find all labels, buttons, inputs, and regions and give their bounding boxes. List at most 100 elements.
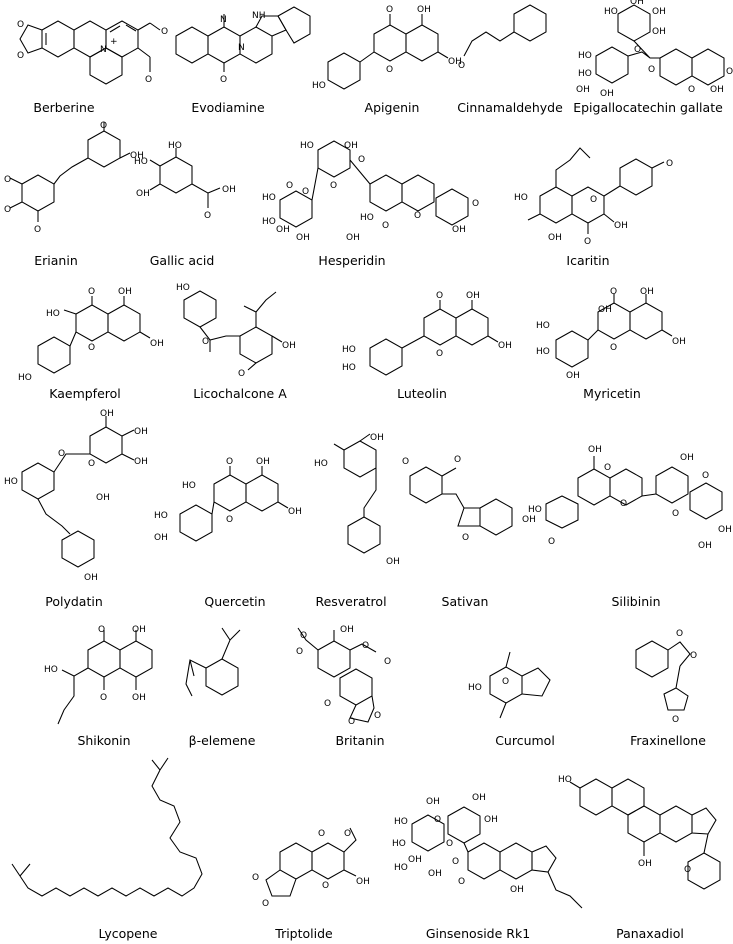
atom-label: O (676, 629, 683, 639)
label-licochalcone-a: Licochalcone A (193, 386, 287, 401)
atom-label: OH (448, 57, 462, 67)
atom-label: OH (100, 409, 114, 419)
atom-label: HO (468, 683, 482, 693)
atom-label: OH (256, 457, 270, 467)
atom-label: O (446, 839, 453, 849)
atom-label: OH (276, 225, 290, 235)
atom-label: OH (386, 557, 400, 567)
atom-label: HO (536, 347, 550, 357)
label-ginsenoside-rk1: Ginsenoside Rk1 (425, 926, 531, 941)
label-egcg: Epigallocatechin gallate (573, 100, 723, 115)
structure-curcumol: HO O (468, 651, 551, 719)
label-beta-elemene: β-elemene (188, 733, 256, 748)
atom-label: O (402, 457, 409, 467)
structure-evodiamine: N NH N O (175, 6, 311, 85)
atom-label: OH (614, 221, 628, 231)
atom-label: O (386, 65, 393, 75)
atom-label: O (204, 211, 211, 221)
atom-label: O (604, 463, 611, 473)
atom-label: O (58, 449, 65, 459)
label-britanin: Britanin (335, 733, 385, 748)
atom-label: O (88, 459, 95, 469)
atom-label: HO (558, 775, 572, 785)
atom-label: OH (150, 339, 164, 349)
atom-label: OH (588, 445, 602, 455)
atom-label: HO (44, 665, 58, 675)
atom-label: HO (514, 193, 528, 203)
atom-label: O (436, 349, 443, 359)
structure-quercetin: O OH HO O OH HO OH (154, 457, 302, 543)
atom-label: NH (252, 11, 266, 21)
atom-label: OH (522, 515, 536, 525)
atom-label: OH (452, 225, 466, 235)
atom-label: O (620, 499, 627, 509)
structure-ginsenoside-rk1: OH OH HO O OH HO O O OH OH O HO OH (392, 793, 583, 909)
structure-silibinin: OH O O OH O HO O O OH OH (528, 445, 732, 551)
atom-label: OH (710, 85, 724, 95)
structure-shikonin: O OH HO OH O (44, 625, 153, 725)
atom-label: O (322, 881, 329, 891)
label-evodiamine: Evodiamine (191, 100, 265, 115)
atom-label: O (100, 121, 107, 131)
structure-lycopene (11, 757, 203, 897)
structure-kaempferol: O OH HO O OH HO (18, 287, 164, 383)
atom-label: O (145, 75, 152, 85)
atom-label: OH (118, 287, 132, 297)
atom-label: O (454, 455, 461, 465)
structure-panaxadiol: HO OH O (558, 775, 721, 890)
atom-label: O (324, 699, 331, 709)
atom-label: OH (84, 573, 98, 583)
label-resveratrol: Resveratrol (315, 594, 387, 609)
atom-label: HO (46, 309, 60, 319)
atom-label: O (17, 20, 24, 30)
label-polydatin: Polydatin (45, 594, 103, 609)
atom-label: O (374, 711, 381, 721)
structure-myricetin: O OH HO OH HO O OH OH (536, 287, 686, 381)
atom-label: + (110, 37, 118, 47)
atom-label: O (302, 187, 309, 197)
atom-label: O (452, 857, 459, 867)
structure-hesperidin: HO OH O O O HO O OH OH HO HO O OH O O OH (262, 140, 479, 243)
atom-label: OH (96, 493, 110, 503)
atom-label: OH (428, 869, 442, 879)
atom-label: O (296, 647, 303, 657)
structure-beta-elemene (185, 627, 241, 697)
label-berberine: Berberine (33, 100, 95, 115)
atom-label: O (672, 509, 679, 519)
atom-label: O (202, 337, 209, 347)
atom-label: N (220, 15, 227, 25)
structure-licochalcone-a: HO O OH O (176, 283, 296, 379)
label-quercetin: Quercetin (204, 594, 266, 609)
atom-label: HO (392, 839, 406, 849)
atom-label: OH (344, 141, 358, 151)
atom-label: HO (182, 481, 196, 491)
atom-label: HO (262, 193, 276, 203)
label-shikonin: Shikonin (77, 733, 131, 748)
atom-label: N (100, 45, 107, 55)
atom-label: HO (154, 511, 168, 521)
atom-label: O (434, 815, 441, 825)
atom-label: HO (342, 363, 356, 373)
atom-label: HO (176, 283, 190, 293)
atom-label: OH (726, 67, 733, 77)
atom-label: O (330, 181, 337, 191)
atom-label: HO (262, 217, 276, 227)
atom-label: O (382, 221, 389, 231)
label-hesperidin: Hesperidin (318, 253, 386, 268)
structure-berberine: O O N + O O (17, 20, 168, 85)
atom-label: OH (548, 233, 562, 243)
atom-label: OH (640, 287, 654, 297)
atom-label: HO (312, 81, 326, 91)
atom-label: HO (168, 141, 182, 151)
atom-label: O (4, 175, 11, 185)
atom-label: OH (282, 341, 296, 351)
atom-label: O (220, 75, 227, 85)
label-triptolide: Triptolide (275, 926, 333, 941)
atom-label: O (590, 195, 597, 205)
structure-erianin: O OH O O O (4, 121, 144, 235)
atom-label: OH (576, 85, 590, 95)
atom-label: O (88, 343, 95, 353)
atom-label: OH (132, 625, 146, 635)
atom-label: O (666, 159, 673, 169)
